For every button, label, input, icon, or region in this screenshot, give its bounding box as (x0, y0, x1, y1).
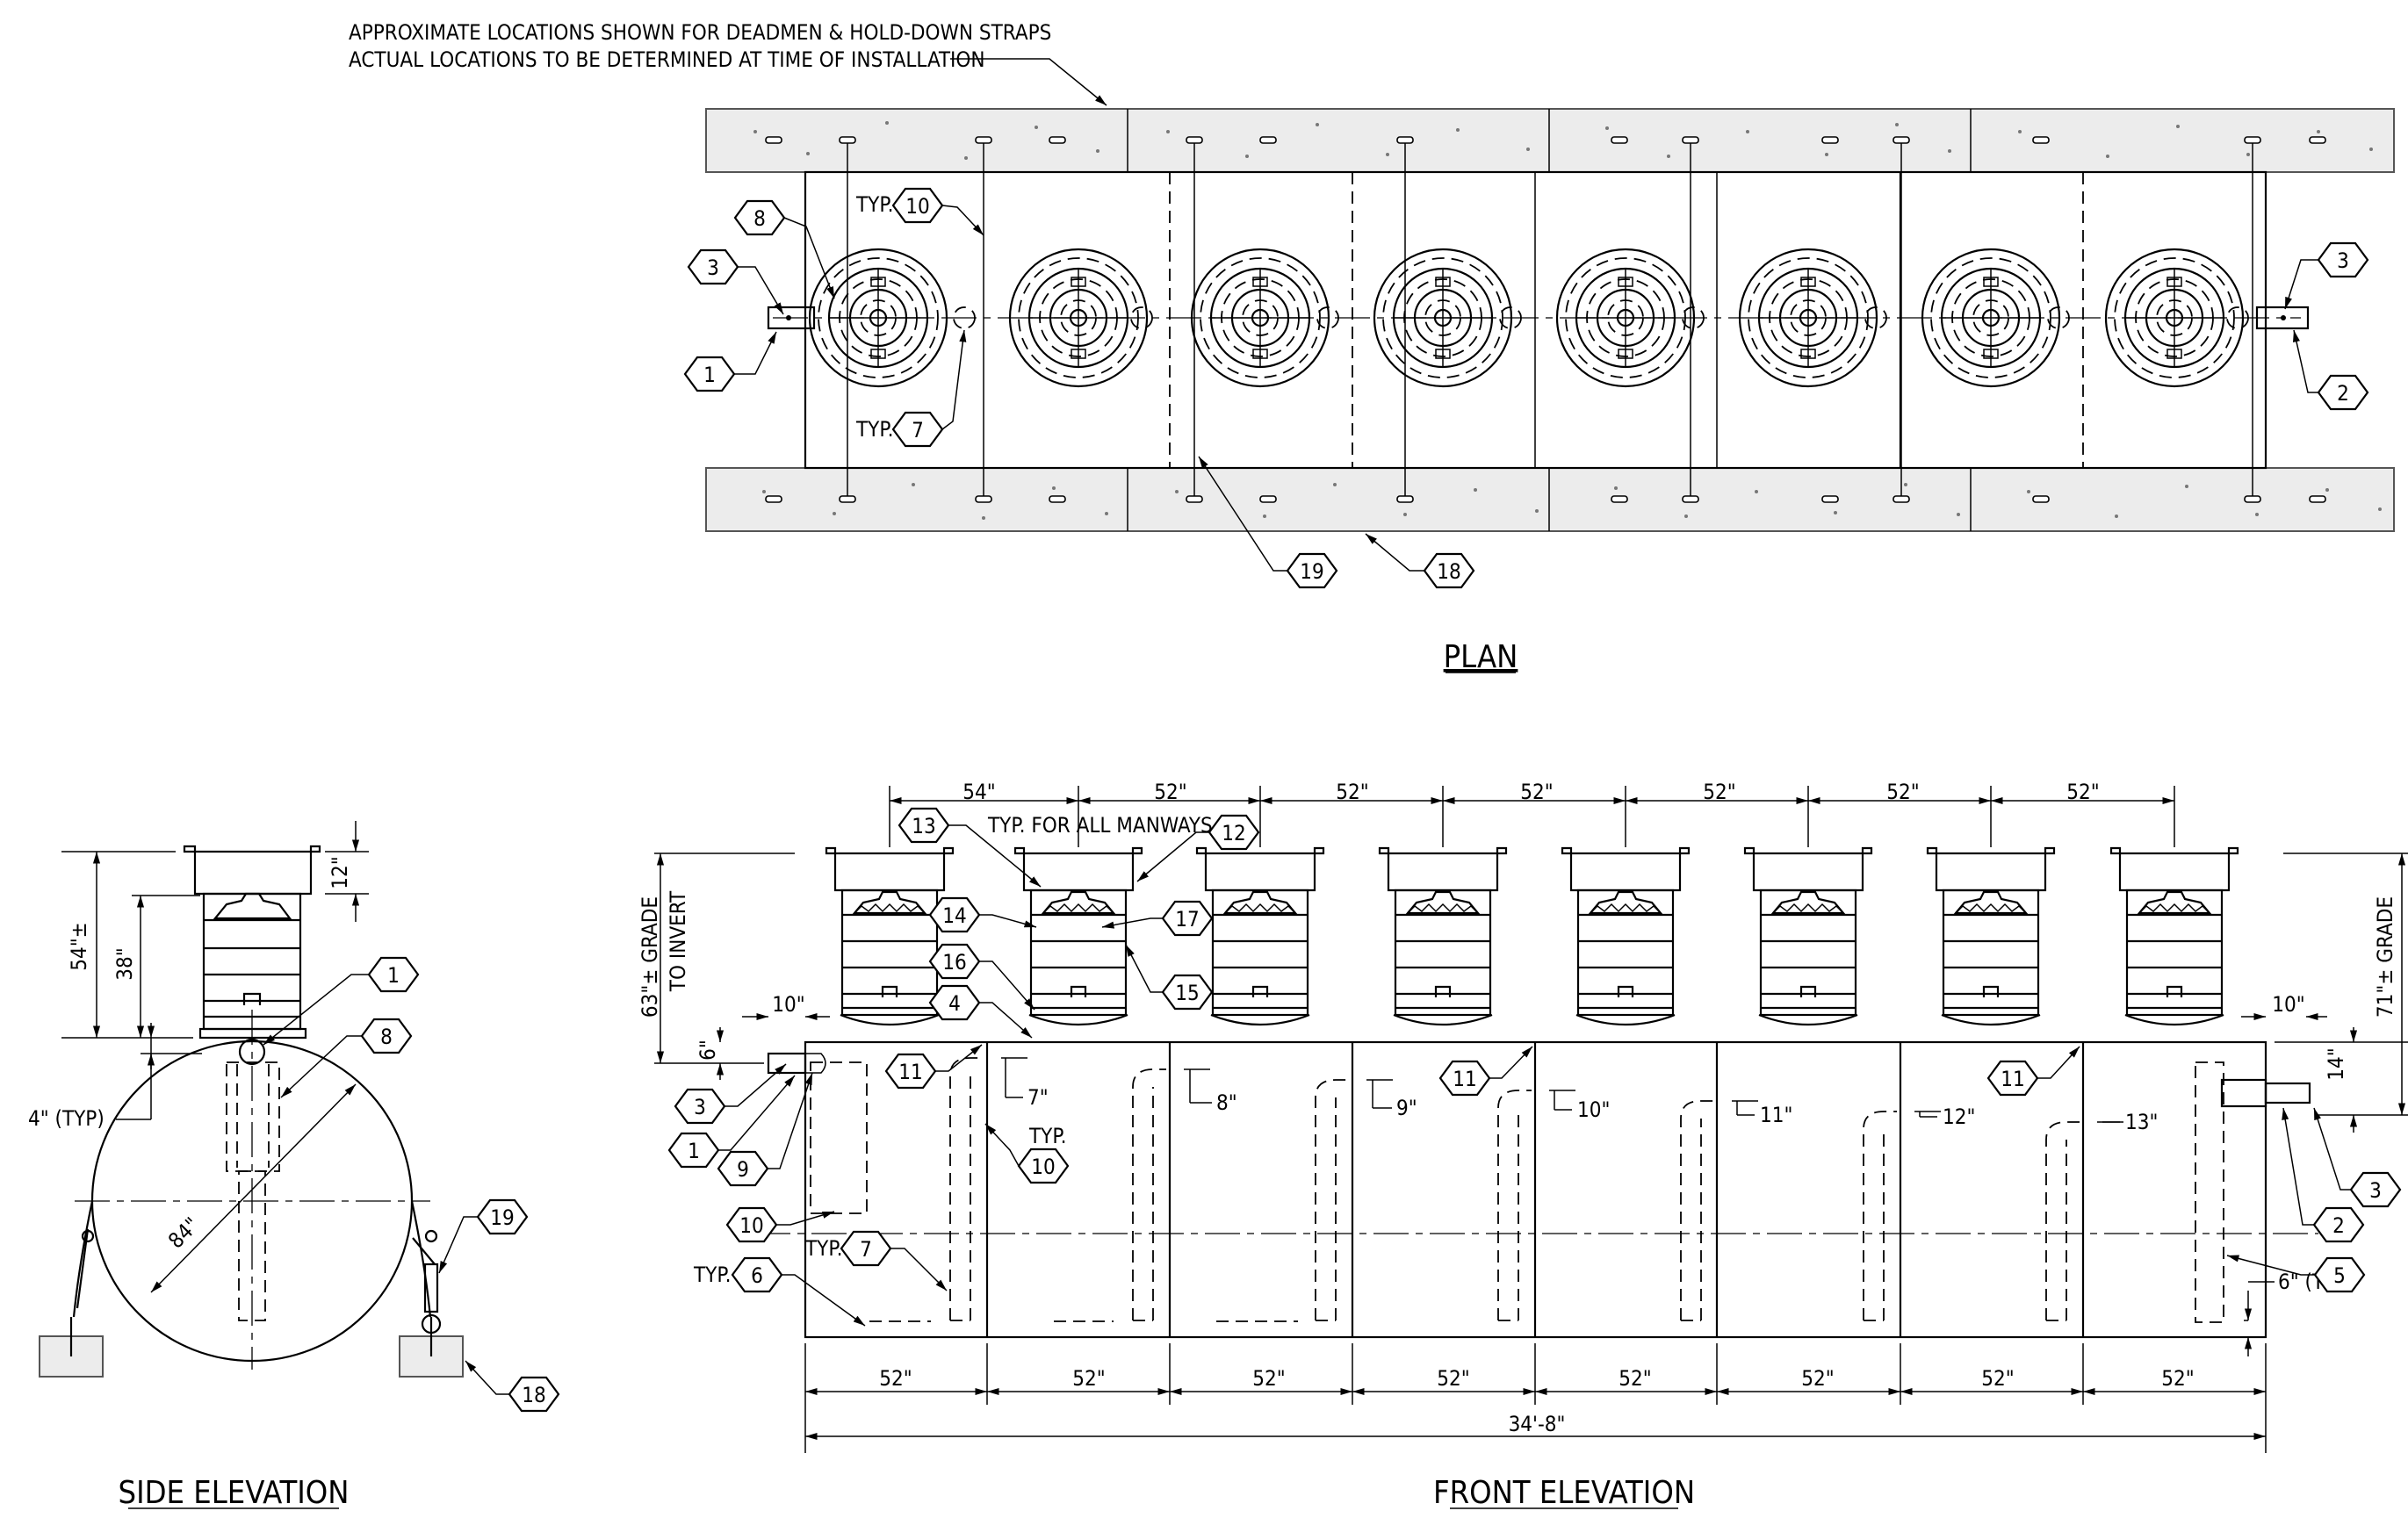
gap-10: 10" (1577, 1097, 1610, 1122)
plan-callout-8: 8 (753, 206, 766, 231)
front-callout-10a: 10 (1031, 1155, 1055, 1179)
top-dim-2: 52" (1154, 780, 1186, 804)
front-callout-9: 9 (737, 1157, 749, 1182)
front-callout-2: 2 (2332, 1213, 2345, 1238)
overall-length: 34'-8" (1509, 1412, 1566, 1436)
gap-7: 7" (1027, 1085, 1049, 1110)
plan-title: PLAN (1444, 639, 1518, 675)
top-dim-5: 52" (1703, 780, 1735, 804)
front-callout-4: 4 (948, 991, 961, 1016)
top-dim-1: 54" (962, 780, 995, 804)
plan-callout-1: 1 (703, 363, 716, 387)
gap-11: 11" (1760, 1103, 1792, 1127)
side-dim-4: 4" (TYP) (28, 1106, 105, 1131)
grade-right: 71"± GRADE (2373, 896, 2397, 1018)
deadman-bottom (705, 467, 2395, 532)
side-dim-84: 84" (163, 1212, 204, 1253)
bottom-dim-5: 52" (1619, 1366, 1651, 1391)
typ-manways: TYP. FOR ALL MANWAYS (987, 813, 1213, 838)
front-callout-5: 5 (2333, 1263, 2346, 1288)
side-callout-8: 8 (380, 1025, 393, 1049)
side-callout-1: 1 (387, 963, 400, 988)
gap-9: 9" (1396, 1096, 1417, 1120)
typ-6-front: TYP. (693, 1263, 732, 1287)
note-line-2: ACTUAL LOCATIONS TO BE DETERMINED AT TIM… (349, 47, 985, 72)
top-dim-3: 52" (1336, 780, 1368, 804)
front-callout-10b: 10 (739, 1213, 763, 1238)
front-callout-3-right: 3 (2369, 1178, 2382, 1203)
gap-13: 13" (2125, 1110, 2158, 1134)
front-callout-3-left: 3 (694, 1095, 706, 1119)
side-dim-54: 54"± (67, 922, 91, 971)
front-callout-11a: 11 (898, 1060, 922, 1084)
bottom-dim-6: 52" (1801, 1366, 1834, 1391)
plan-callout-18: 18 (1437, 559, 1460, 584)
bottom-dim-3: 52" (1252, 1366, 1285, 1391)
side-callout-18: 18 (522, 1383, 545, 1407)
bottom-dim-4: 52" (1437, 1366, 1469, 1391)
top-dim-7: 52" (2066, 780, 2099, 804)
front-callout-15: 15 (1175, 981, 1199, 1005)
front-callout-16: 16 (942, 950, 966, 975)
plan-callout-10: 10 (905, 194, 929, 219)
gap-8: 8" (1216, 1090, 1237, 1115)
front-callout-11c: 11 (2001, 1067, 2024, 1091)
top-dim-4: 52" (1520, 780, 1553, 804)
side-elevation: 54"± 38" 12" 4" (TYP) 84" 1 8 19 18 SIDE… (28, 821, 560, 1511)
inlet-offset: 10" (772, 992, 804, 1017)
gap-12: 12" (1943, 1104, 1975, 1129)
invert-left: TO INVERT (666, 890, 690, 992)
plan-callout-3-left: 3 (707, 255, 719, 280)
front-elevation: 54" 52" 52" 52" 52" 52" 52" 52" 52" 52" … (638, 780, 2408, 1511)
front-callout-1: 1 (688, 1139, 700, 1163)
front-callout-12: 12 (1222, 821, 1245, 845)
plan-callout-3-right: 3 (2337, 248, 2349, 273)
front-title: FRONT ELEVATION (1433, 1475, 1695, 1511)
bottom-dim-2: 52" (1072, 1366, 1105, 1391)
note-line-1: APPROXIMATE LOCATIONS SHOWN FOR DEADMEN … (349, 20, 1051, 45)
front-callout-14: 14 (942, 903, 966, 928)
plan-typ-10-label: TYP. (855, 192, 894, 217)
note-leader (950, 58, 1107, 106)
front-callout-7: 7 (860, 1237, 872, 1262)
front-callout-11b: 11 (1453, 1067, 1476, 1091)
side-title: SIDE ELEVATION (119, 1475, 350, 1511)
inlet-drop: 6" (696, 1040, 720, 1061)
typ-7-front: TYP. (804, 1236, 843, 1261)
plan-typ-7-label: TYP. (855, 417, 894, 442)
outlet-drop: 14" (2324, 1047, 2348, 1080)
side-dim-38: 38" (112, 947, 137, 980)
plan-callout-2: 2 (2337, 381, 2349, 406)
front-callout-13: 13 (912, 814, 935, 838)
typ-10-front: TYP. (1028, 1124, 1067, 1148)
bottom-dim-8: 52" (2161, 1366, 2194, 1391)
outlet-pipe-plan (2255, 306, 2310, 330)
bottom-dim-7: 52" (1981, 1366, 2014, 1391)
inlet-pipe-plan (767, 306, 816, 330)
side-dim-12: 12" (328, 856, 352, 888)
bottom-dim-1: 52" (879, 1366, 912, 1391)
plan-view: TYP. 10 8 3 1 TYP. 7 3 2 19 18 PLAN (683, 108, 2395, 675)
top-dim-6: 52" (1886, 780, 1919, 804)
outlet-offset: 10" (2272, 992, 2304, 1017)
front-callout-17: 17 (1175, 907, 1199, 932)
side-callout-19: 19 (490, 1205, 514, 1230)
grade-left: 63"± GRADE (638, 896, 662, 1018)
plan-callout-19: 19 (1300, 559, 1323, 584)
deadman-top (705, 108, 2395, 173)
front-callout-6: 6 (751, 1263, 763, 1288)
plan-callout-7: 7 (912, 418, 924, 442)
